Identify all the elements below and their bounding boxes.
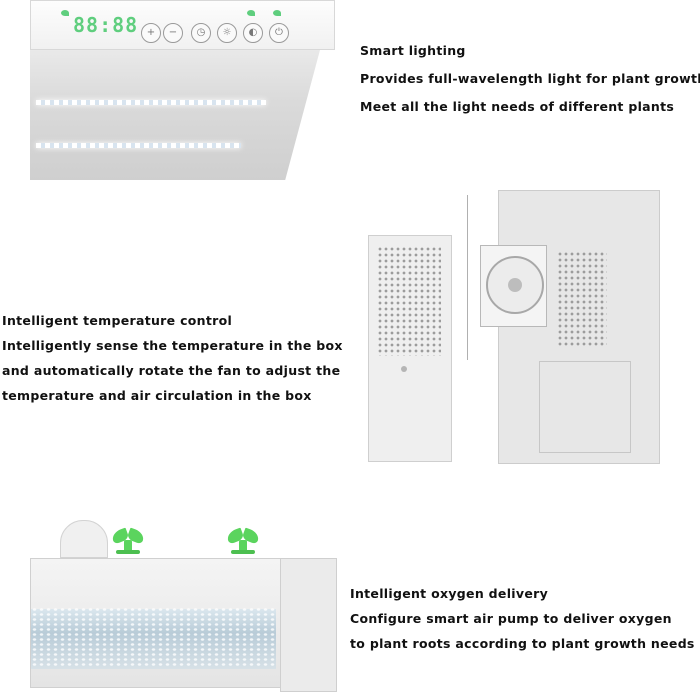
control-panel: 88:88 + − ◷ ☼ ◐ ⏻ bbox=[30, 0, 335, 50]
grow-light-panel-illustration: 88:88 + − ◷ ☼ ◐ ⏻ bbox=[30, 0, 335, 180]
section-text-line: Provides full-wavelength light for plant… bbox=[360, 71, 700, 86]
fan-assembly-illustration bbox=[360, 185, 660, 465]
digital-display: 88:88 bbox=[73, 13, 139, 37]
tank-body bbox=[30, 558, 312, 688]
fan-hub bbox=[508, 278, 522, 292]
leaf-indicator-icon bbox=[247, 10, 255, 16]
power-button-icon: ⏻ bbox=[269, 23, 289, 43]
minus-button-icon: − bbox=[163, 23, 183, 43]
section-oxygen-text: Intelligent oxygen delivery Configure sm… bbox=[350, 586, 695, 651]
leaf-indicator-icon bbox=[273, 10, 281, 16]
section-text-line: temperature and air circulation in the b… bbox=[2, 388, 312, 403]
section-temperature-text: Intelligent temperature control Intellig… bbox=[2, 313, 343, 403]
vent-grid bbox=[557, 251, 607, 346]
fan-unit bbox=[480, 245, 547, 327]
air-bubbles bbox=[31, 607, 276, 667]
power-cord bbox=[467, 195, 468, 360]
section-lighting-text: Smart lighting Provides full-wavelength … bbox=[360, 43, 700, 114]
section-heading: Intelligent temperature control bbox=[2, 313, 233, 328]
vent-grid bbox=[377, 246, 441, 356]
plus-button-icon: + bbox=[141, 23, 161, 43]
section-heading: Smart lighting bbox=[360, 43, 466, 58]
latch-icon bbox=[401, 366, 407, 372]
section-text-line: to plant roots according to plant growth… bbox=[350, 636, 695, 651]
section-text-line: Intelligently sense the temperature in t… bbox=[2, 338, 343, 353]
water-tank-illustration bbox=[30, 520, 337, 692]
light-panel-underside bbox=[30, 50, 320, 180]
fan-door-panel bbox=[368, 235, 452, 462]
led-strip bbox=[36, 143, 241, 148]
sprout-icon bbox=[110, 526, 146, 554]
section-text-line: and automatically rotate the fan to adju… bbox=[2, 363, 341, 378]
led-strip bbox=[36, 100, 266, 105]
frame-rib bbox=[539, 361, 631, 453]
mode-button-icon: ◐ bbox=[243, 23, 263, 43]
leaf-indicator-icon bbox=[61, 10, 69, 16]
fan-icon bbox=[486, 256, 544, 314]
sprout-icon bbox=[225, 526, 261, 554]
light-button-icon: ☼ bbox=[217, 23, 237, 43]
float-disc bbox=[60, 520, 108, 558]
section-heading: Intelligent oxygen delivery bbox=[350, 586, 549, 601]
section-text-line: Configure smart air pump to deliver oxyg… bbox=[350, 611, 672, 626]
tank-wall bbox=[280, 558, 337, 692]
section-text-line: Meet all the light needs of different pl… bbox=[360, 99, 675, 114]
timer-button-icon: ◷ bbox=[191, 23, 211, 43]
box-frame bbox=[498, 190, 660, 464]
